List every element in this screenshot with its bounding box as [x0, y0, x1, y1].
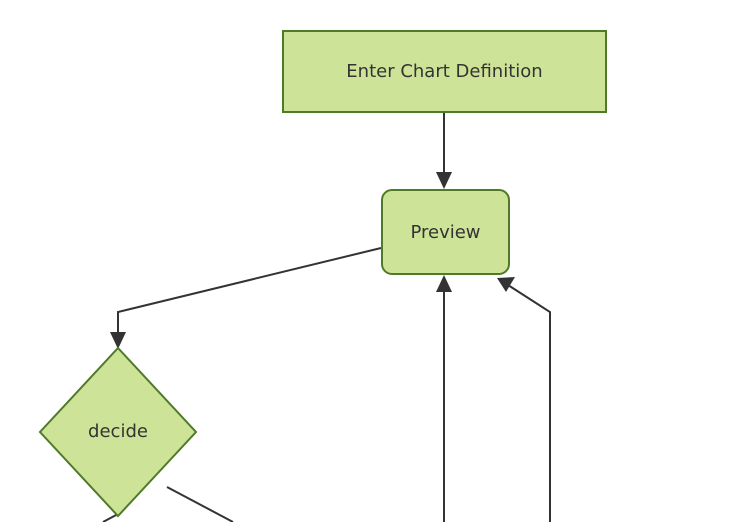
edge-line	[117, 247, 382, 339]
arrow-head-up-icon	[436, 275, 452, 292]
arrow-head-down-icon	[436, 172, 452, 189]
node-enter-chart-definition[interactable]: Enter Chart Definition	[282, 30, 607, 113]
edge-line	[507, 284, 551, 522]
edge-enter-to-preview[interactable]	[436, 113, 452, 189]
edge-decide-to-offscreen-right[interactable]	[166, 486, 234, 522]
edge-bottom-right-to-preview[interactable]	[497, 277, 551, 522]
arrow-head-up-left-icon	[497, 277, 515, 292]
node-preview[interactable]: Preview	[381, 189, 510, 275]
node-decide[interactable]: decide	[38, 346, 198, 518]
edge-bottom-center-to-preview[interactable]	[436, 275, 452, 522]
node-label-enter-chart-definition: Enter Chart Definition	[346, 61, 542, 82]
edge-layer	[102, 113, 551, 522]
node-shape-rounded-rectangle	[381, 189, 510, 275]
edge-preview-to-decide[interactable]	[110, 247, 382, 349]
node-shape-rectangle	[282, 30, 607, 113]
node-label-preview: Preview	[410, 222, 480, 243]
node-shape-diamond	[38, 346, 198, 518]
arrow-head-down-icon	[110, 332, 126, 349]
node-label-decide: decide	[88, 421, 148, 442]
edge-line	[102, 513, 119, 522]
edge-line	[166, 486, 234, 522]
edge-decide-to-offscreen-left[interactable]	[102, 513, 119, 522]
node-layer: Enter Chart Definition Preview decide	[38, 30, 607, 518]
